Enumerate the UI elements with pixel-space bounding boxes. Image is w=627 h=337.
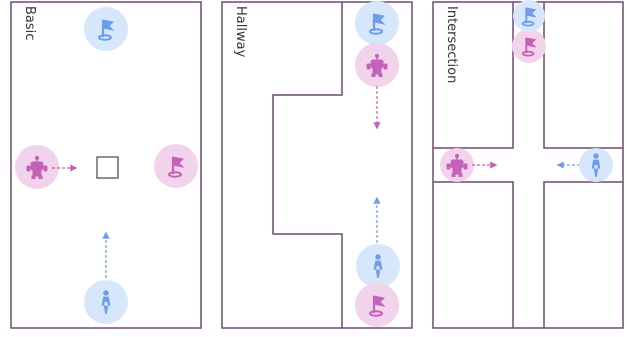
intersection-wall-bottom-left [433,181,514,328]
panel-basic-title: Basic [22,6,37,40]
panel-hallway-border [221,1,413,329]
obstacle-box [96,156,119,179]
human-marker [356,244,400,288]
panel-basic-border [10,1,202,329]
panel-basic: Basic [10,1,202,329]
human-marker [579,148,613,182]
panel-hallway-title: Hallway [233,6,248,58]
panel-intersection: Intersection [432,0,624,329]
intersection-wall-top-right [543,2,623,149]
panel-intersection-title: Intersection [444,6,459,83]
panel-hallway: Hallway [221,1,413,329]
human-marker [84,280,128,324]
intersection-wall-bottom-right [543,181,623,328]
hallway-wall-left [272,2,343,328]
